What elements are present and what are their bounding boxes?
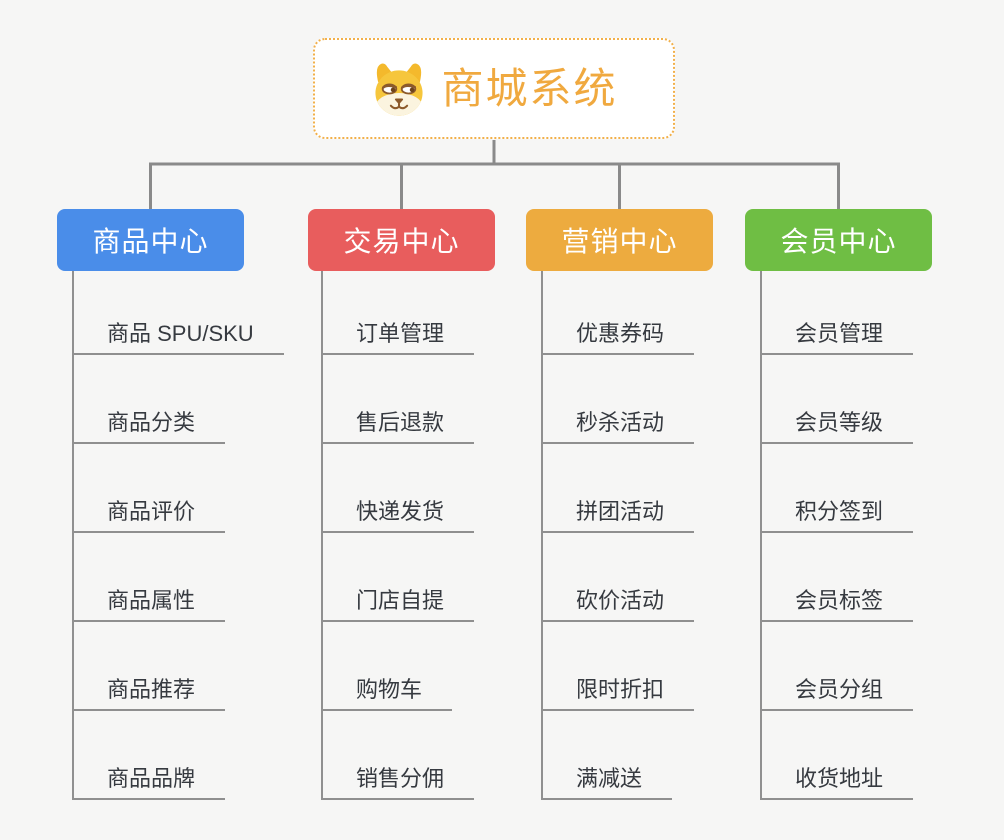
leaf-node[interactable]: 订单管理 (323, 271, 475, 355)
branch-children: 订单管理 售后退款 快递发货 门店自提 购物车 销售分佣 (321, 271, 475, 800)
branch-children: 优惠券码 秒杀活动 拼团活动 砍价活动 限时折扣 满减送 (541, 271, 695, 800)
leaf-node[interactable]: 限时折扣 (543, 622, 695, 711)
branch-node[interactable]: 商品中心 (57, 209, 244, 271)
leaf-node[interactable]: 销售分佣 (323, 711, 475, 800)
shiba-dog-icon (375, 63, 424, 116)
leaf-node[interactable]: 会员等级 (762, 355, 914, 444)
root-title: 商城系统 (441, 64, 618, 112)
leaf-node[interactable]: 商品推荐 (74, 622, 226, 711)
branch-children: 会员管理 会员等级 积分签到 会员标签 会员分组 收货地址 (760, 271, 914, 800)
leaf-node[interactable]: 收货地址 (762, 711, 914, 800)
leaf-node[interactable]: 商品分类 (74, 355, 226, 444)
leaf-node[interactable]: 会员管理 (762, 271, 914, 355)
leaf-node[interactable]: 门店自提 (323, 533, 475, 622)
leaf-node[interactable]: 积分签到 (762, 444, 914, 533)
leaf-node[interactable]: 商品评价 (74, 444, 226, 533)
leaf-node[interactable]: 砍价活动 (543, 533, 695, 622)
leaf-node[interactable]: 购物车 (323, 622, 453, 711)
leaf-node[interactable]: 会员标签 (762, 533, 914, 622)
leaf-node[interactable]: 商品 SPU/SKU (74, 271, 284, 355)
leaf-node[interactable]: 秒杀活动 (543, 355, 695, 444)
leaf-node[interactable]: 满减送 (543, 711, 673, 800)
leaf-node[interactable]: 优惠券码 (543, 271, 695, 355)
branch-node[interactable]: 营销中心 (526, 209, 713, 271)
leaf-node[interactable]: 会员分组 (762, 622, 914, 711)
leaf-node[interactable]: 售后退款 (323, 355, 475, 444)
root-node[interactable]: 商城系统 (313, 38, 675, 139)
leaf-node[interactable]: 快递发货 (323, 444, 475, 533)
leaf-node[interactable]: 拼团活动 (543, 444, 695, 533)
branch-node[interactable]: 会员中心 (745, 209, 932, 271)
branch-children: 商品 SPU/SKU 商品分类 商品评价 商品属性 商品推荐 商品品牌 (72, 271, 284, 800)
leaf-node[interactable]: 商品属性 (74, 533, 226, 622)
leaf-node[interactable]: 商品品牌 (74, 711, 226, 800)
branch-node[interactable]: 交易中心 (308, 209, 495, 271)
